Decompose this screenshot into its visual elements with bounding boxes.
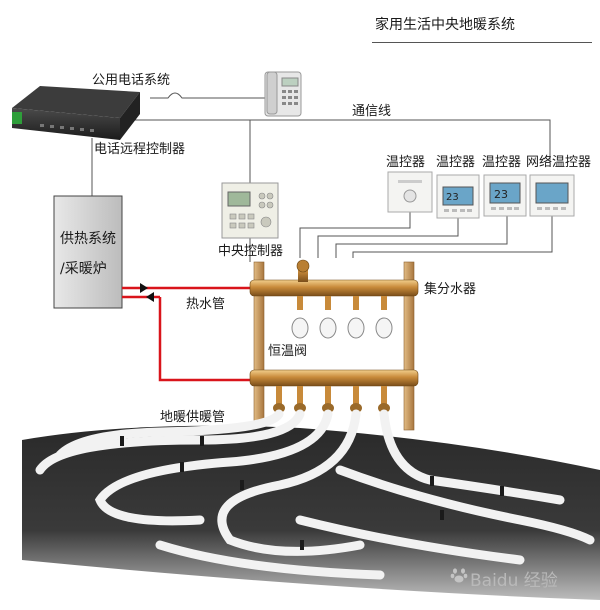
label-floor-heating-pipe: 地暖供暖管 [160, 410, 226, 425]
communication-lines [91, 92, 553, 262]
thermostat-display-1: 23 [446, 192, 459, 203]
label-communication-line: 通信线 [352, 104, 392, 119]
telephone-device [264, 71, 302, 117]
label-boiler-line2: /采暖炉 [60, 261, 107, 277]
thermostat-display-2: 23 [494, 188, 508, 201]
label-thermostat-3: 温控器 [482, 155, 522, 170]
thermostat-analog [387, 171, 433, 213]
pipe-arrows [140, 283, 154, 302]
title-underline [372, 42, 592, 43]
label-hot-water-pipe: 热水管 [186, 297, 226, 312]
diagram-title: 家用生活中央地暖系统 [375, 17, 515, 33]
central-controller-device [221, 182, 279, 239]
manifold-valves [273, 296, 393, 413]
label-public-phone-system: 公用电话系统 [92, 73, 171, 88]
label-thermostat-1: 温控器 [386, 155, 426, 170]
watermark: Baidu 经验 [470, 571, 558, 591]
thermostat-network [529, 174, 575, 217]
label-central-controller: 中央控制器 [218, 244, 284, 259]
boiler-box [53, 195, 123, 309]
label-network-thermostat: 网络温控器 [526, 155, 592, 170]
thermostat-digital-2 [483, 174, 527, 217]
label-manifold: 集分水器 [424, 282, 477, 297]
label-thermostatic-valve: 恒温阀 [268, 344, 308, 359]
manifold-bars [249, 259, 419, 387]
label-phone-remote-controller: 电话远程控制器 [94, 142, 186, 157]
phone-remote-controller-device [12, 86, 140, 140]
baidu-paw-icon [450, 568, 468, 583]
thermostat-digital-1 [436, 174, 480, 219]
pipe-clips [120, 436, 504, 550]
label-boiler-line1: 供热系统 [60, 231, 116, 247]
label-thermostat-2: 温控器 [436, 155, 476, 170]
